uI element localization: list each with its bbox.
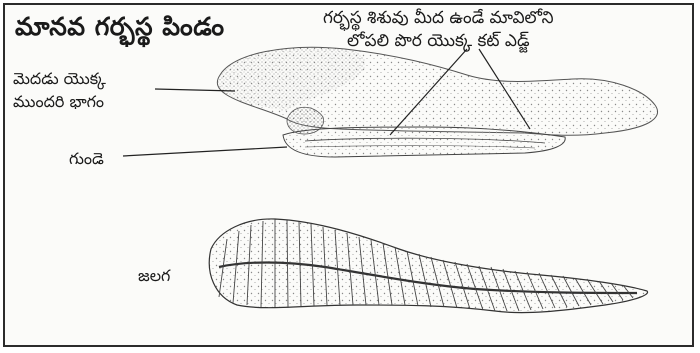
human-embryo-illustration — [217, 47, 657, 157]
forebrain-label-line1: మెదడు యొక్క — [13, 67, 106, 90]
diagram-artwork — [5, 5, 694, 347]
heart-label: గుండె — [69, 149, 104, 169]
forebrain-label-line2: ముందరి భాగం — [13, 90, 106, 113]
forebrain-label: మెదడు యొక్క ముందరి భాగం — [13, 67, 106, 113]
cut-edge-label-line1: గర్భస్థ శిశువు మీద ఉండే మావిలోని — [323, 7, 554, 30]
diagram-frame: మానవ గర్భస్థ పిండం గర్భస్థ శిశువు మీద ఉం… — [3, 3, 694, 347]
cut-edge-label: గర్భస్థ శిశువు మీద ఉండే మావిలోని లోపలి ప… — [323, 7, 554, 53]
leech-illustration — [209, 219, 647, 313]
heart-leader-line — [123, 147, 287, 156]
leech-label: జలగ — [138, 266, 170, 286]
diagram-title: మానవ గర్భస్థ పిండం — [15, 11, 225, 42]
cut-edge-label-line2: లోపలి పొర యొక్క కట్ ఎడ్జ్ — [323, 30, 554, 53]
